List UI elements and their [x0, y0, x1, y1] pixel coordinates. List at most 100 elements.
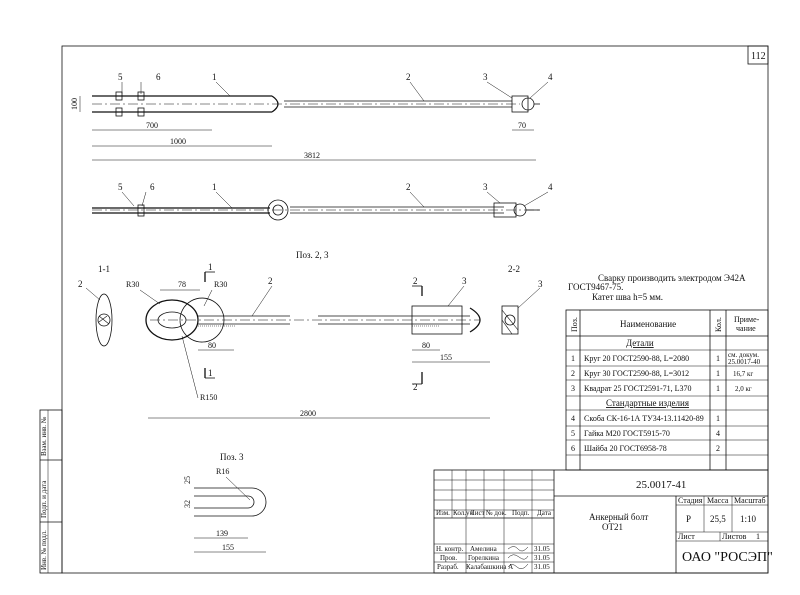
- stamp-inv-podl: Инв. № подл.: [40, 530, 48, 570]
- sheet-frame: [61, 45, 769, 574]
- spec-table: Поз. Наименование Кол. Приме- чание Дета…: [565, 309, 769, 471]
- spec-row5-name: Гайка М20 ГОСТ5915-70: [584, 429, 670, 438]
- signer-name-3: Калабашкина А: [466, 563, 513, 571]
- view-side: 5 6 1 2 3 4: [92, 182, 553, 221]
- callout-3-detail: 3: [462, 276, 467, 286]
- dim-2800: 2800: [300, 409, 316, 418]
- section-2-2-label: 2-2: [508, 264, 520, 274]
- cut-mark-2-top: 2: [413, 276, 418, 286]
- callout-5-side: 5: [118, 182, 123, 192]
- spec-header-note-2: чание: [736, 324, 756, 333]
- callout-3-side: 3: [483, 182, 488, 192]
- detail-pos-3: R16 25 32 139 155: [183, 467, 267, 553]
- dim-700: 700: [146, 121, 158, 130]
- note-line-3: Катет шва h=5 мм.: [592, 292, 663, 302]
- spec-header-qty: Кол.: [714, 317, 723, 332]
- detail-pos-2-3: R30 78 R30 80 80 155 R150 2800 1 1 2 2 2…: [126, 262, 490, 419]
- signer-role-2: Пров.: [440, 554, 457, 562]
- callout-4-top: 4: [548, 72, 553, 82]
- spec-row5-qty: 4: [716, 429, 720, 438]
- spec-row6-qty: 2: [716, 444, 720, 453]
- note-line-1: Сварку производить электродом Э42А: [598, 273, 746, 283]
- sheet-label: Лист: [678, 532, 695, 541]
- drawing-designation: 25.0017-41: [636, 479, 686, 491]
- stamp-vzam-inv: Взам. инв. №: [40, 416, 48, 456]
- spec-row1-pos: 1: [571, 354, 575, 363]
- signer-date-3: 31.05: [534, 563, 550, 571]
- section-2-2: 2-2 3: [501, 264, 543, 335]
- callout-3-top: 3: [483, 72, 488, 82]
- spec-row4-name: Скоба СК-16-1А ТУ34-13.11420-89: [584, 414, 704, 423]
- mass-label: Масса: [707, 496, 729, 505]
- rev-header-list: Лист: [470, 509, 485, 517]
- stage-label: Стадия: [678, 496, 703, 505]
- spec-row1-qty: 1: [716, 354, 720, 363]
- dim-80-a: 80: [208, 341, 216, 350]
- signer-date-1: 31.05: [534, 545, 550, 553]
- callout-2-top: 2: [406, 72, 411, 82]
- spec-row2-note: 16,7 кг: [733, 370, 753, 378]
- signature-2: [507, 554, 529, 560]
- dim-155-a: 155: [440, 353, 452, 362]
- dim-70: 70: [518, 121, 526, 130]
- signer-name-2: Горелкина: [468, 554, 500, 562]
- note-line-2: ГОСТ9467-75.: [568, 282, 623, 292]
- spec-header-name: Наименование: [620, 319, 676, 329]
- spec-header-pos: Поз.: [570, 317, 579, 332]
- spec-row6-name: Шайба 20 ГОСТ6958-78: [584, 444, 667, 453]
- rev-header-ndoc: № док.: [486, 509, 507, 517]
- callout-6-side: 6: [150, 182, 155, 192]
- rev-header-podp: Подп.: [512, 509, 530, 517]
- cut-mark-2-bottom: 2: [413, 382, 418, 392]
- title-block: Изм. Кол.уч Лист № док. Подп. Дата Н. ко…: [433, 469, 773, 574]
- mass-value: 25,5: [710, 514, 726, 524]
- signature-1: [507, 546, 529, 552]
- view-top: 100 700 1000 3812 70 5 6 1 2 3 4: [70, 72, 553, 161]
- spec-row2-pos: 2: [571, 369, 575, 378]
- sheets-label: Листов: [722, 532, 747, 541]
- dim-r150: R150: [200, 393, 217, 402]
- dim-r30-a: R30: [126, 280, 139, 289]
- spec-row2-qty: 1: [716, 369, 720, 378]
- stamp-podp-data: Подп. и дата: [40, 480, 48, 518]
- rev-header-date: Дата: [537, 509, 552, 517]
- callout-6-top: 6: [156, 72, 161, 82]
- stage-value: Р: [686, 514, 691, 524]
- label-pos-3: Поз. 3: [220, 452, 244, 462]
- dim-25: 25: [183, 476, 192, 484]
- spec-section-details: Детали: [626, 338, 654, 348]
- scale-label: Масштаб: [734, 496, 766, 505]
- dim-155-b: 155: [222, 543, 234, 552]
- dim-100: 100: [70, 98, 79, 110]
- sheets-count: 1: [756, 532, 760, 541]
- side-stamp-frame: [39, 409, 63, 574]
- spec-row6-pos: 6: [571, 444, 575, 453]
- spec-row4-pos: 4: [571, 414, 575, 423]
- spec-row3-qty: 1: [716, 384, 720, 393]
- label-pos-2-3: Поз. 2, 3: [296, 250, 329, 260]
- signer-date-2: 31.05: [534, 554, 550, 562]
- callout-2-side: 2: [406, 182, 411, 192]
- dim-80-b: 80: [422, 341, 430, 350]
- section-1-1-label: 1-1: [98, 264, 110, 274]
- callout-1-top: 1: [212, 72, 217, 82]
- rev-header-izm: Изм.: [436, 509, 450, 517]
- spec-row2-name: Круг 30 ГОСТ2590-88, L=3012: [584, 369, 689, 378]
- dim-3812: 3812: [304, 151, 320, 160]
- signer-role-3: Разраб.: [437, 563, 459, 571]
- company-name: ОАО "РОСЭП": [682, 550, 773, 565]
- spec-header-note-1: Приме-: [734, 315, 760, 324]
- drawing-name-line2: ОТ21: [602, 522, 623, 532]
- dim-139: 139: [216, 529, 228, 538]
- section-1-1: 1-1 2: [78, 264, 113, 347]
- page-number-box: [747, 45, 769, 65]
- drawing-name-line1: Анкерный болт: [589, 512, 648, 522]
- signer-role-1: Н. контр.: [436, 545, 463, 553]
- spec-row1-note-1: см. докум.: [728, 351, 759, 359]
- signature-3: [507, 563, 529, 570]
- signer-name-1: Амелина: [470, 545, 498, 553]
- dim-78: 78: [178, 280, 186, 289]
- callout-2-detail: 2: [268, 276, 273, 286]
- dim-r16: R16: [216, 467, 229, 476]
